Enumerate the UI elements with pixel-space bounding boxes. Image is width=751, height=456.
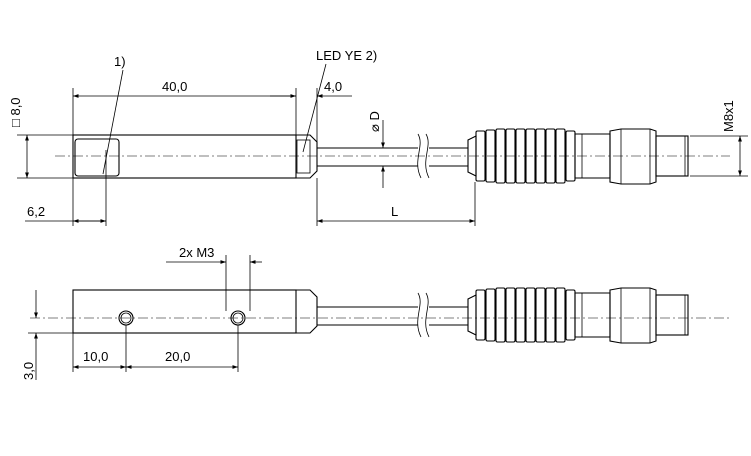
dim-hole2-label: 20,0 <box>165 349 190 364</box>
dim-diameter-label: ⌀ D <box>367 111 382 132</box>
led-label: LED YE 2) <box>316 48 377 63</box>
side-dimensions: 2x M3 10,0 20,0 3,0 <box>21 245 262 380</box>
dim-left-label: 6,2 <box>27 204 45 219</box>
dim-led-label: 4,0 <box>324 79 342 94</box>
led-section-top <box>296 134 318 179</box>
connector-side <box>467 287 689 344</box>
sensor-body-side <box>72 289 297 334</box>
dim-height-label: □ 8,0 <box>8 97 23 127</box>
led-indicator <box>296 139 311 174</box>
note1-label: 1) <box>114 54 126 69</box>
active-surface <box>74 138 120 177</box>
dim-cable-label: L <box>391 204 398 219</box>
top-view <box>55 128 730 185</box>
top-dimensions: 40,0 4,0 LED YE 2) 1) □ 8,0 6,2 ⌀ D L <box>8 48 748 226</box>
connector-top <box>467 128 689 185</box>
dim-hole-h-label: 3,0 <box>21 362 36 380</box>
dim-thread-label: M8x1 <box>721 100 736 132</box>
dim-length-label: 40,0 <box>162 79 187 94</box>
side-view <box>30 287 730 344</box>
led-section-side <box>296 289 318 334</box>
holes-label: 2x M3 <box>179 245 214 260</box>
dim-hole1-label: 10,0 <box>83 349 108 364</box>
